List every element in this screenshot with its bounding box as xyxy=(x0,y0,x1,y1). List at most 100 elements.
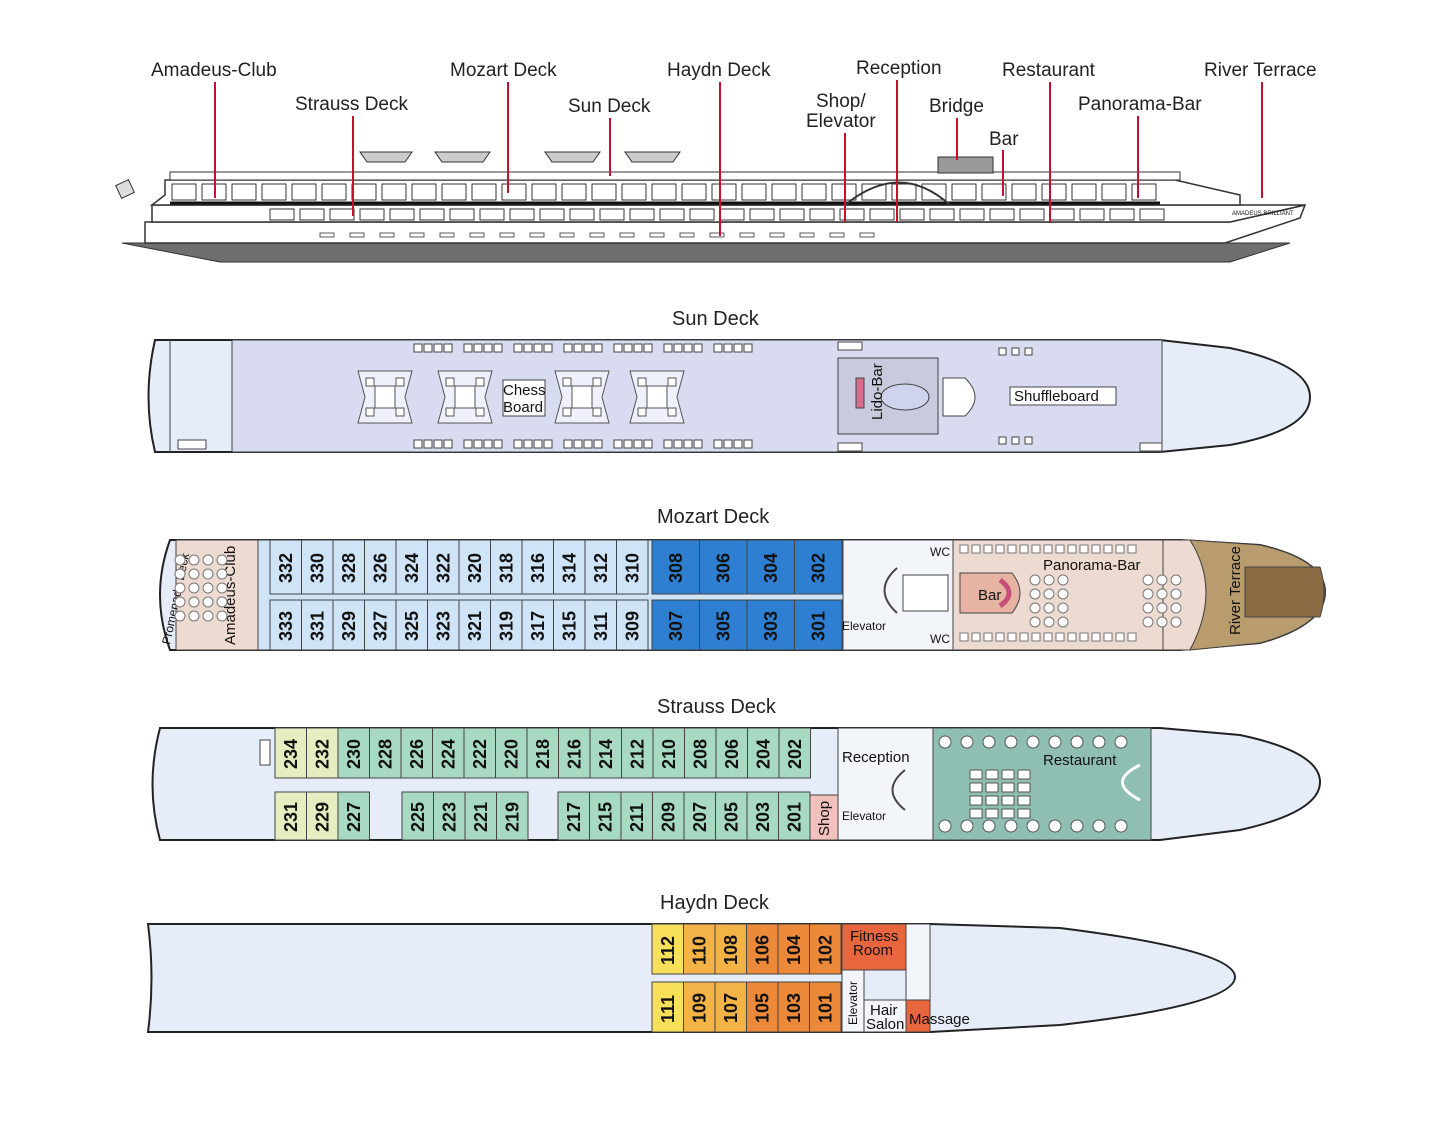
sun-vent-top xyxy=(837,341,863,351)
porthole xyxy=(619,232,635,238)
sun-seat xyxy=(998,347,1007,356)
sun-lounger xyxy=(443,439,453,449)
sun-lounger xyxy=(463,343,473,353)
cabin-number: 214 xyxy=(596,739,616,769)
sun-tables xyxy=(357,370,685,424)
profile-window xyxy=(681,183,707,201)
dining-table xyxy=(969,769,983,780)
dining-table xyxy=(1026,819,1040,833)
cabin-108 xyxy=(714,923,747,975)
sun-lounger xyxy=(523,343,533,353)
club-chair xyxy=(202,568,214,580)
club-chair xyxy=(216,554,228,566)
lounge-chair xyxy=(1156,616,1168,628)
profile-window xyxy=(411,183,437,201)
bar-seat xyxy=(1091,632,1101,642)
profile-window xyxy=(801,183,827,201)
cabin-number: 205 xyxy=(721,802,741,832)
cabin-230 xyxy=(337,727,370,779)
bar-seat xyxy=(1031,544,1041,554)
sun-deck: Sun Deck Chess Board Lido-Bar Shuffleboa… xyxy=(147,308,1312,453)
cabin-111 xyxy=(651,981,684,1033)
cabin-number: 223 xyxy=(439,802,459,832)
sun-lounger xyxy=(533,439,543,449)
sun-lounger xyxy=(413,343,423,353)
sun-lounger xyxy=(663,439,673,449)
profile-window xyxy=(891,183,917,201)
strauss-deck-title: Strauss Deck xyxy=(657,696,777,718)
cabin-number: 228 xyxy=(375,739,395,769)
cabin-number: 312 xyxy=(591,553,611,583)
club-chair xyxy=(216,596,228,608)
dining-table xyxy=(1017,808,1031,819)
cabin-106 xyxy=(746,923,779,975)
profile-window xyxy=(659,208,685,221)
bar-seat xyxy=(1091,544,1101,554)
sun-lounger xyxy=(593,343,603,353)
profile-window xyxy=(569,208,595,221)
profile-window xyxy=(1071,183,1097,201)
bar-seat xyxy=(959,544,969,554)
porthole xyxy=(679,232,695,238)
cabin-number: 102 xyxy=(815,935,835,965)
cabin-number: 212 xyxy=(627,739,647,769)
profile-window xyxy=(951,183,977,201)
cabin-number: 206 xyxy=(722,739,742,769)
cabin-312 xyxy=(584,539,617,595)
restaurant-tables xyxy=(938,735,1141,833)
bridge-block xyxy=(937,156,994,174)
cabin-number: 222 xyxy=(470,739,490,769)
dining-table xyxy=(982,735,996,749)
profile-window xyxy=(1079,208,1105,221)
club-chair xyxy=(216,568,228,580)
wc-top: WC xyxy=(930,545,950,559)
cabin-316 xyxy=(521,539,554,595)
sun-canopies xyxy=(359,151,681,163)
profile-window xyxy=(359,208,385,221)
label-amadeus-club: Amadeus-Club xyxy=(151,60,277,81)
club-chair xyxy=(174,582,186,594)
lounge-chair xyxy=(1043,616,1055,628)
dining-table xyxy=(1070,819,1084,833)
shuffleboard xyxy=(1009,386,1117,406)
cabin-number: 224 xyxy=(438,739,458,769)
sun-lounger xyxy=(613,343,623,353)
bar-seat xyxy=(1103,544,1113,554)
cabin-number: 229 xyxy=(312,802,332,832)
sun-lounger xyxy=(563,343,573,353)
cabin-317 xyxy=(521,599,554,651)
cabin-number: 319 xyxy=(496,611,516,641)
profile-window xyxy=(389,208,415,221)
porthole xyxy=(829,232,845,238)
sun-lounger xyxy=(513,343,523,353)
cabin-number: 101 xyxy=(815,993,835,1023)
sun-lounger xyxy=(733,343,743,353)
club-chair xyxy=(202,610,214,622)
sun-lounger xyxy=(483,439,493,449)
sun-deck-title: Sun Deck xyxy=(672,308,760,330)
sun-lounger xyxy=(583,439,593,449)
cabin-219 xyxy=(496,791,529,841)
bar-seat xyxy=(1079,632,1089,642)
porthole xyxy=(379,232,395,238)
sun-seat xyxy=(1024,436,1033,445)
cabin-number: 322 xyxy=(433,553,453,583)
profile-window xyxy=(1011,183,1037,201)
lounge-chair xyxy=(1029,602,1041,614)
hair-label-1: Hair xyxy=(870,1002,898,1019)
dining-table xyxy=(985,769,999,780)
cabin-211 xyxy=(620,791,653,841)
cabin-225 xyxy=(401,791,434,841)
lounge-chair xyxy=(1057,574,1069,586)
cabin-202 xyxy=(778,727,811,779)
bar-seat xyxy=(1007,544,1017,554)
umbrella-table-set xyxy=(629,370,685,424)
cabin-326 xyxy=(364,539,397,595)
porthole xyxy=(769,232,785,238)
sun-lounger xyxy=(473,343,483,353)
club-chair xyxy=(188,554,200,566)
bar-seat xyxy=(1055,544,1065,554)
profile-window xyxy=(1101,183,1127,201)
lounge-chair xyxy=(1170,616,1182,628)
